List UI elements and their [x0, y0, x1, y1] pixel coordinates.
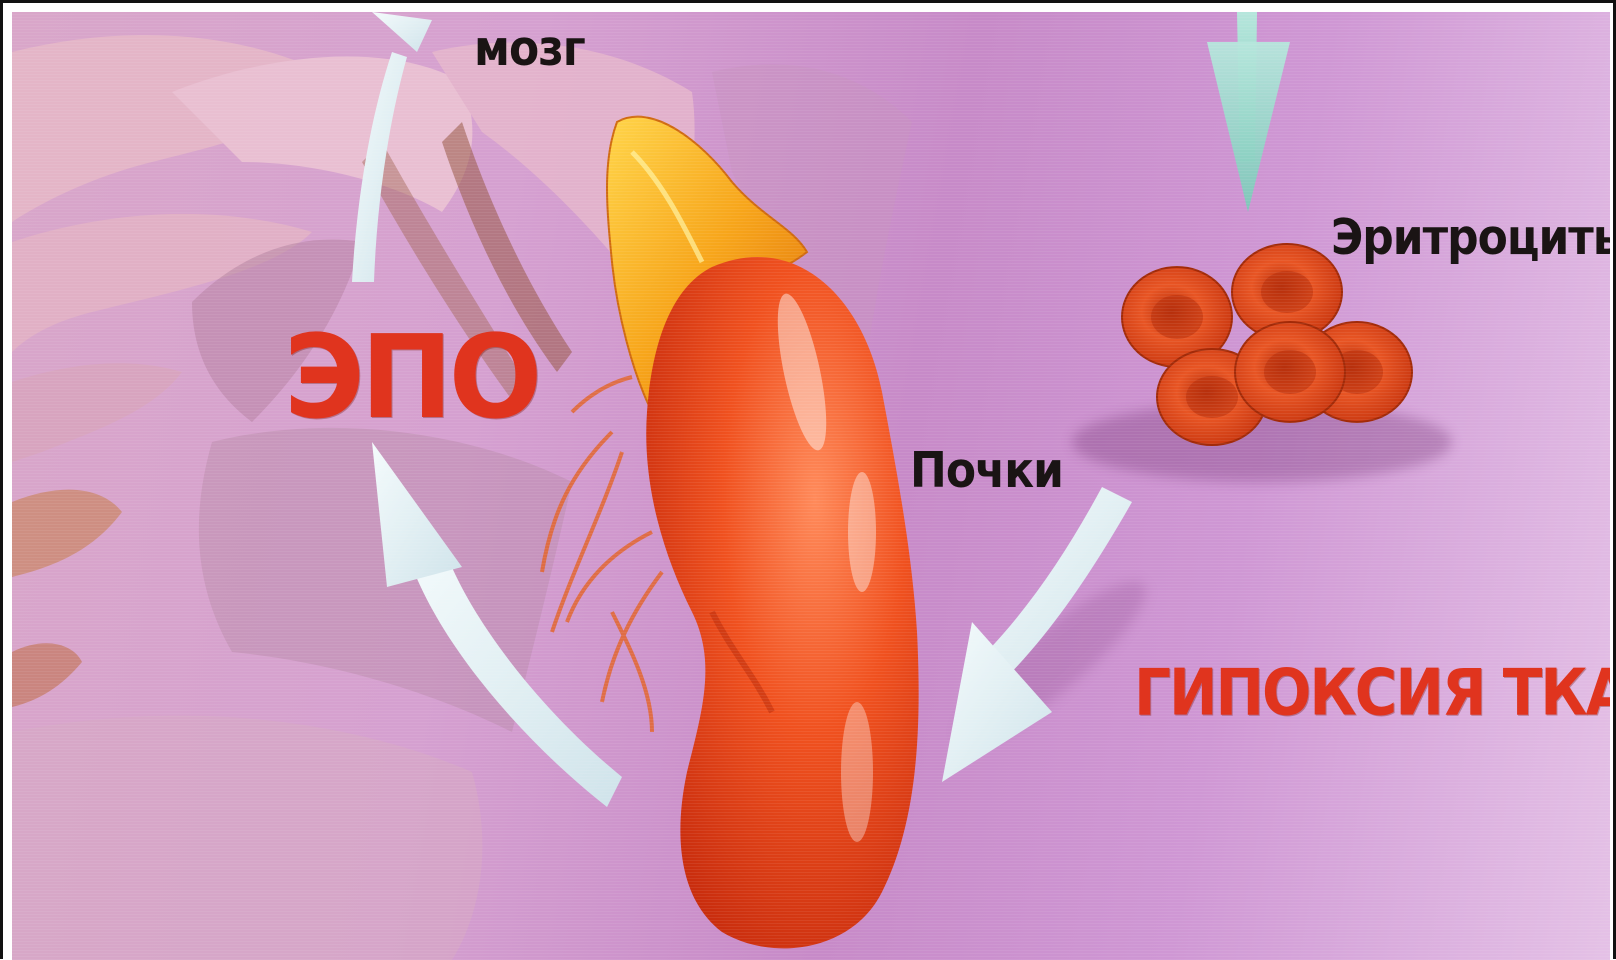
diagram-artwork [12, 12, 1610, 960]
label-tissue-hypoxia: ГИПОКСИЯ ТКАНИ [1134, 655, 1610, 730]
arrow-down-to-erythrocytes [1207, 12, 1290, 212]
label-brain: мозг [474, 20, 585, 77]
kidney-illustration [646, 257, 918, 948]
epo-diagram: мозг Эритроциты Почки ЭПО ГИПОКСИЯ ТКАНИ [12, 12, 1610, 960]
blood-vessels-illustration [542, 377, 662, 732]
arrow-hypoxia-to-kidney [941, 487, 1163, 782]
label-erythrocytes: Эритроциты [1331, 209, 1610, 266]
red-blood-cells-illustration [1072, 244, 1452, 482]
label-kidneys: Почки [910, 442, 1063, 499]
label-epo: ЭПО [284, 310, 538, 444]
